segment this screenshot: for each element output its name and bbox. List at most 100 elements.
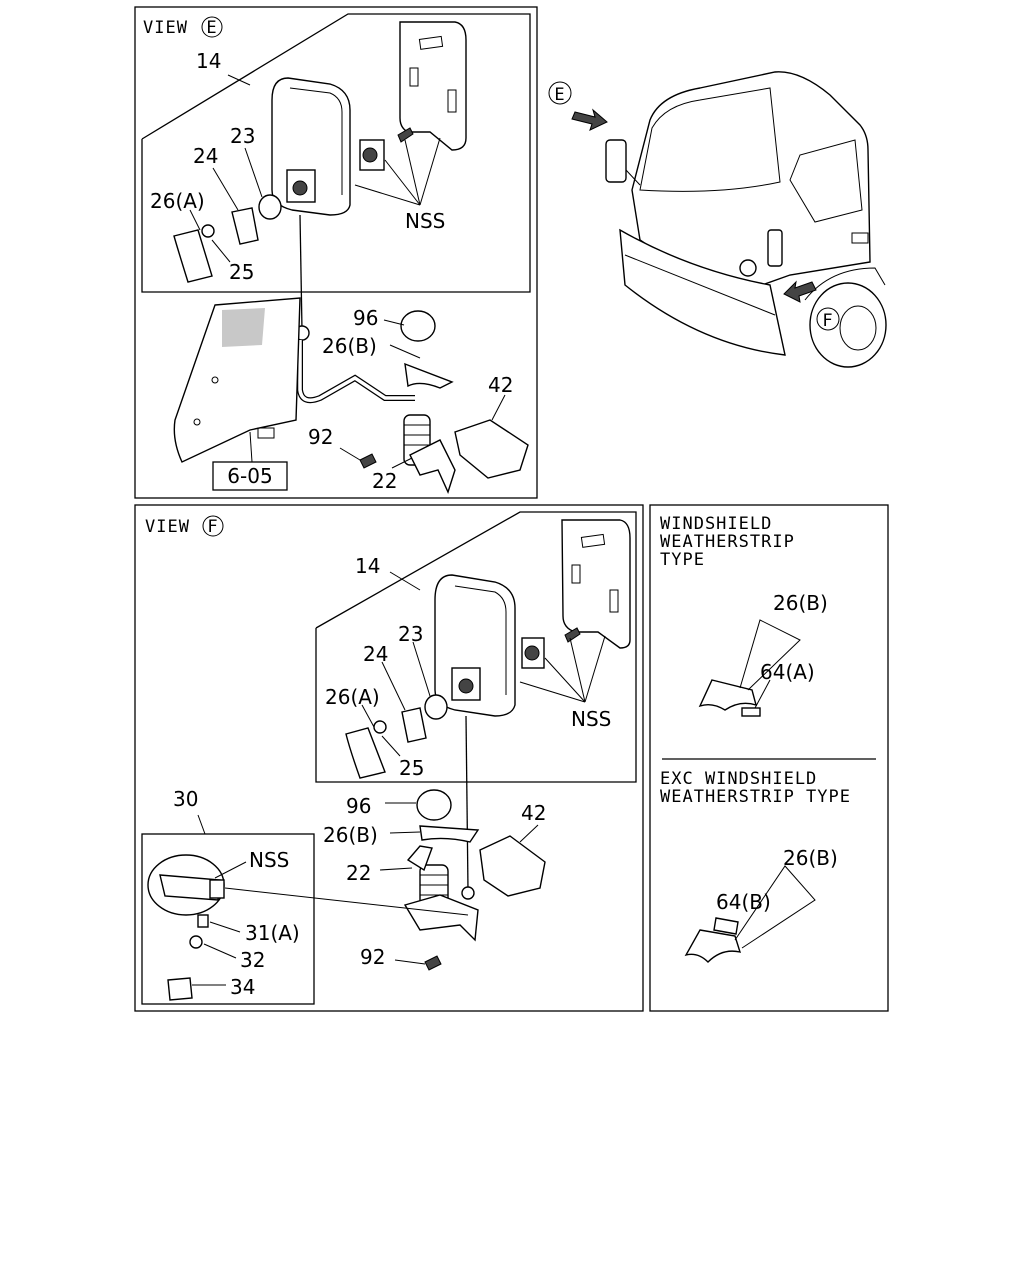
leader-32-f bbox=[203, 943, 237, 959]
part-42-f bbox=[479, 835, 546, 897]
stay-arm-e bbox=[298, 340, 415, 402]
panel-f-subbox bbox=[315, 511, 637, 783]
ws-label-64a: 64(A) bbox=[760, 660, 815, 684]
label-32-f: 32 bbox=[240, 948, 265, 972]
part-25-f bbox=[373, 720, 387, 734]
truck-windshield bbox=[639, 87, 781, 192]
ws-title-line3: TYPE bbox=[660, 550, 705, 570]
label-34-f: 34 bbox=[230, 975, 255, 999]
label-30-f: 30 bbox=[173, 787, 198, 811]
truck-label-e: E bbox=[554, 85, 565, 105]
cowl-hole-e-1 bbox=[211, 376, 219, 384]
truck-bumper bbox=[619, 228, 786, 356]
ws-exc-line2: WEATHERSTRIP TYPE bbox=[660, 787, 851, 807]
part-26b-f bbox=[419, 825, 480, 843]
label-14-f: 14 bbox=[355, 554, 380, 578]
bracket-nss-f-dot bbox=[524, 645, 540, 661]
plate-slot-f-2 bbox=[609, 589, 619, 613]
leader-nss-e-3 bbox=[404, 139, 421, 206]
truck-label-f: F bbox=[822, 311, 833, 331]
screw-nss-f bbox=[564, 627, 581, 643]
label-22-f: 22 bbox=[346, 861, 371, 885]
panel-f-view-letter: F bbox=[207, 517, 218, 537]
part-96-f bbox=[416, 789, 452, 821]
ws-leader-26b-top bbox=[739, 619, 801, 691]
leader-23-f bbox=[412, 641, 431, 697]
leader-22-e bbox=[391, 457, 413, 469]
label-nss-e: NSS bbox=[405, 209, 445, 233]
leader-23-e bbox=[244, 147, 263, 198]
label-14-e: 14 bbox=[196, 49, 221, 73]
cowl-shade-e bbox=[222, 308, 265, 347]
label-22-e: 22 bbox=[372, 469, 397, 493]
label-nss2-f: NSS bbox=[249, 848, 289, 872]
part-24-e bbox=[231, 207, 259, 245]
panel-f-inset bbox=[141, 833, 315, 1005]
truck-e-circle bbox=[548, 81, 572, 105]
label-24-e: 24 bbox=[193, 144, 218, 168]
part-23-f bbox=[424, 694, 448, 720]
cowl-tab-e bbox=[257, 427, 275, 439]
panel-f-view-circle bbox=[202, 515, 224, 537]
part-32 bbox=[189, 935, 203, 949]
part-23-e bbox=[258, 194, 282, 220]
mirror-glass-plate-e bbox=[399, 21, 467, 151]
leader-42-e bbox=[491, 394, 506, 421]
leader-31a-f bbox=[209, 921, 241, 933]
part-26b-e bbox=[404, 362, 454, 389]
link-line-f bbox=[224, 887, 469, 916]
bolt-92-e bbox=[359, 453, 377, 469]
truck-fender bbox=[804, 267, 886, 301]
leader-25-f bbox=[381, 735, 401, 757]
panel-e-subbox bbox=[141, 13, 531, 293]
label-42-e: 42 bbox=[488, 373, 513, 397]
arrow-f-icon bbox=[783, 280, 817, 303]
ws-part-64a bbox=[741, 707, 761, 717]
label-26a-e: 26(A) bbox=[150, 189, 205, 213]
panel-ws-frame bbox=[649, 504, 889, 1012]
plate-slot-e-3 bbox=[409, 67, 419, 87]
truck-side-marker bbox=[851, 232, 869, 244]
plate-slot-f-3 bbox=[571, 564, 581, 584]
label-26b-e: 26(B) bbox=[322, 334, 377, 358]
plate-slot-f-1 bbox=[580, 533, 606, 548]
label-nss-f: NSS bbox=[571, 707, 611, 731]
panel-e-view-circle bbox=[201, 16, 223, 38]
truck-f-circle bbox=[816, 307, 840, 331]
cowl-hole-e-2 bbox=[193, 418, 201, 426]
label-23-e: 23 bbox=[230, 124, 255, 148]
leader-26b-e bbox=[389, 344, 421, 359]
part-26a-f bbox=[345, 727, 386, 779]
label-42-f: 42 bbox=[521, 801, 546, 825]
part-34 bbox=[167, 977, 193, 1001]
mirror-glass-plate-f bbox=[561, 519, 631, 649]
hinge-arm-f bbox=[406, 845, 433, 872]
leader-ref-e bbox=[249, 431, 253, 463]
panel-f-frame bbox=[134, 504, 644, 1012]
label-25-e: 25 bbox=[229, 260, 254, 284]
leader-30-f bbox=[197, 814, 206, 835]
leader-22-f bbox=[379, 867, 413, 871]
leader-nss-e-4 bbox=[419, 137, 441, 206]
panel-weatherstrip: WINDSHIELD WEATHERSTRIP TYPE 26(B) 64(A)… bbox=[649, 504, 889, 1012]
truck-bumper-line bbox=[624, 254, 776, 316]
part-25-e bbox=[201, 224, 215, 238]
leader-26a-e bbox=[189, 209, 201, 231]
leader-14-e bbox=[227, 74, 251, 86]
label-92-f: 92 bbox=[360, 945, 385, 969]
ws-leader-64a bbox=[754, 679, 771, 709]
ws-title-line2: WEATHERSTRIP bbox=[660, 532, 795, 552]
leader-42-f bbox=[519, 824, 539, 843]
ws-label-64b: 64(B) bbox=[716, 890, 771, 914]
leader-92-e bbox=[339, 447, 361, 461]
label-26a-f: 26(A) bbox=[325, 685, 380, 709]
label-92-e: 92 bbox=[308, 425, 333, 449]
part-30-clamp bbox=[209, 879, 225, 899]
leader-nss-f-2 bbox=[544, 657, 586, 703]
ws-leader-26b-bot bbox=[734, 865, 816, 949]
stay-rod-line-f bbox=[465, 715, 469, 891]
panel-e-view-text: VIEW bbox=[143, 18, 188, 38]
panel-e-frame bbox=[134, 6, 538, 499]
truck-side-window bbox=[789, 139, 863, 223]
